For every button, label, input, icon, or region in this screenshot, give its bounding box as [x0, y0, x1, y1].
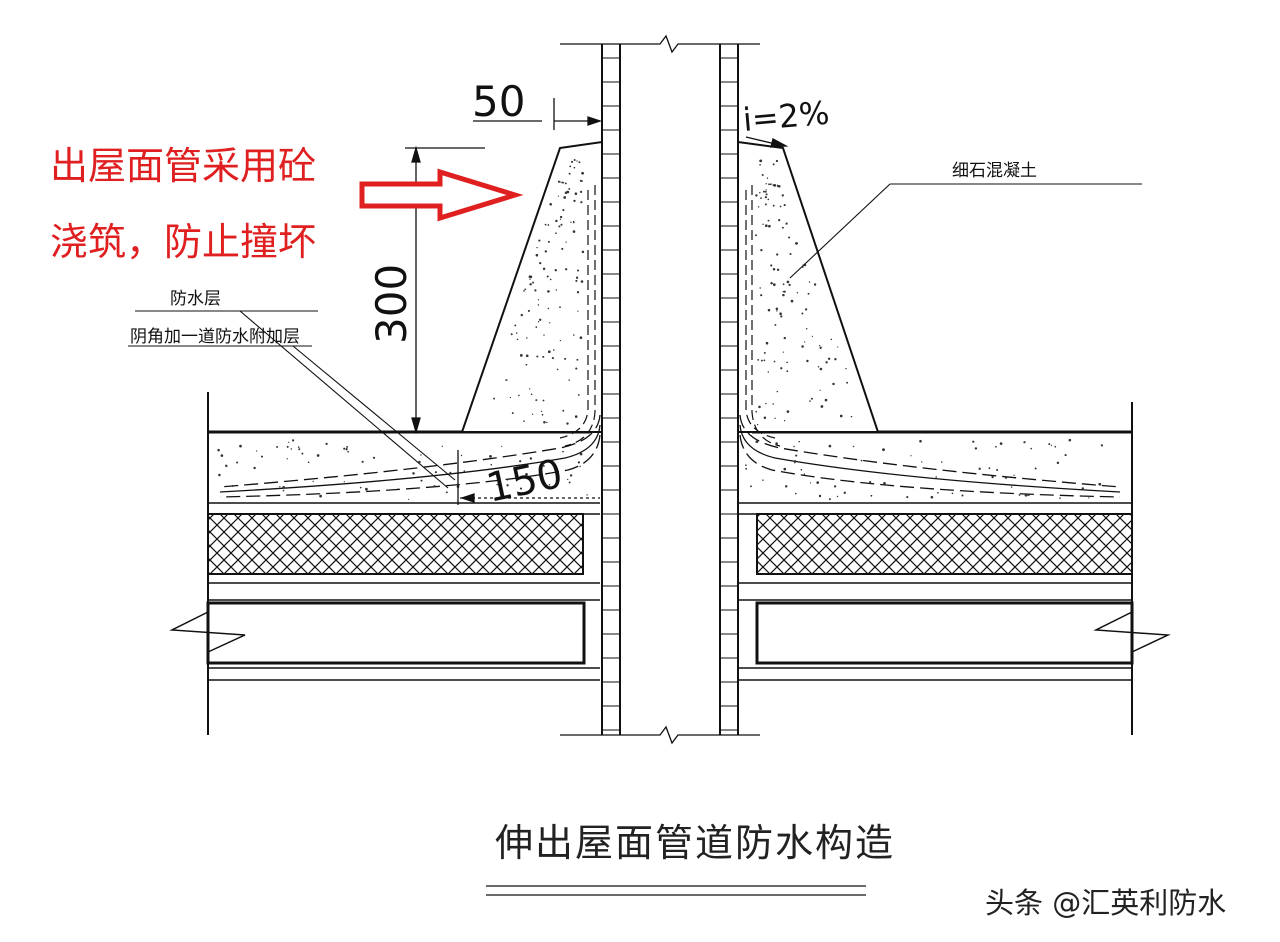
break-lines [560, 34, 760, 745]
label-additional-layer: 阴角加一道防水附加层 [130, 327, 300, 347]
pipe-wall-left [601, 44, 621, 735]
watermark: 头条 @汇英利防水 [985, 886, 1227, 920]
slope-arrow [745, 136, 789, 148]
label-fine-concrete: 细石混凝土 [952, 161, 1037, 181]
screed-dots [217, 438, 1103, 501]
red-annotation-note: 出屋面管采用砼 浇筑，防止撞坏 [50, 128, 316, 280]
diagram-title: 伸出屋面管道防水构造 [495, 821, 896, 865]
pipe-wall-right [719, 44, 739, 735]
dimension-50-label: 50 [472, 77, 525, 126]
red-annotation-line-1: 出屋面管采用砼 [50, 144, 317, 188]
slab-left [206, 601, 586, 665]
dimension-300-label: 300 [367, 264, 416, 344]
leader-lines [128, 183, 1142, 489]
dimension-150 [457, 450, 600, 505]
insulation-layer-right [756, 513, 1133, 575]
waterproof-membrane-right [739, 414, 1121, 498]
concrete-collar-left [460, 140, 603, 447]
roof-structure-left [169, 392, 600, 735]
slab-right [755, 601, 1134, 665]
title-underline [486, 885, 866, 896]
waterproof-membrane-left [219, 414, 601, 498]
red-arrow-icon [359, 168, 524, 222]
roof-structure-right [738, 402, 1171, 735]
insulation-layer-left [207, 513, 584, 575]
slope-label: i=2% [741, 94, 830, 139]
label-waterproof-layer: 防水层 [170, 289, 221, 309]
dimension-50 [473, 98, 603, 130]
red-annotation-line-2: 浇筑，防止撞坏 [50, 220, 317, 264]
concrete-collar-right [737, 140, 880, 447]
